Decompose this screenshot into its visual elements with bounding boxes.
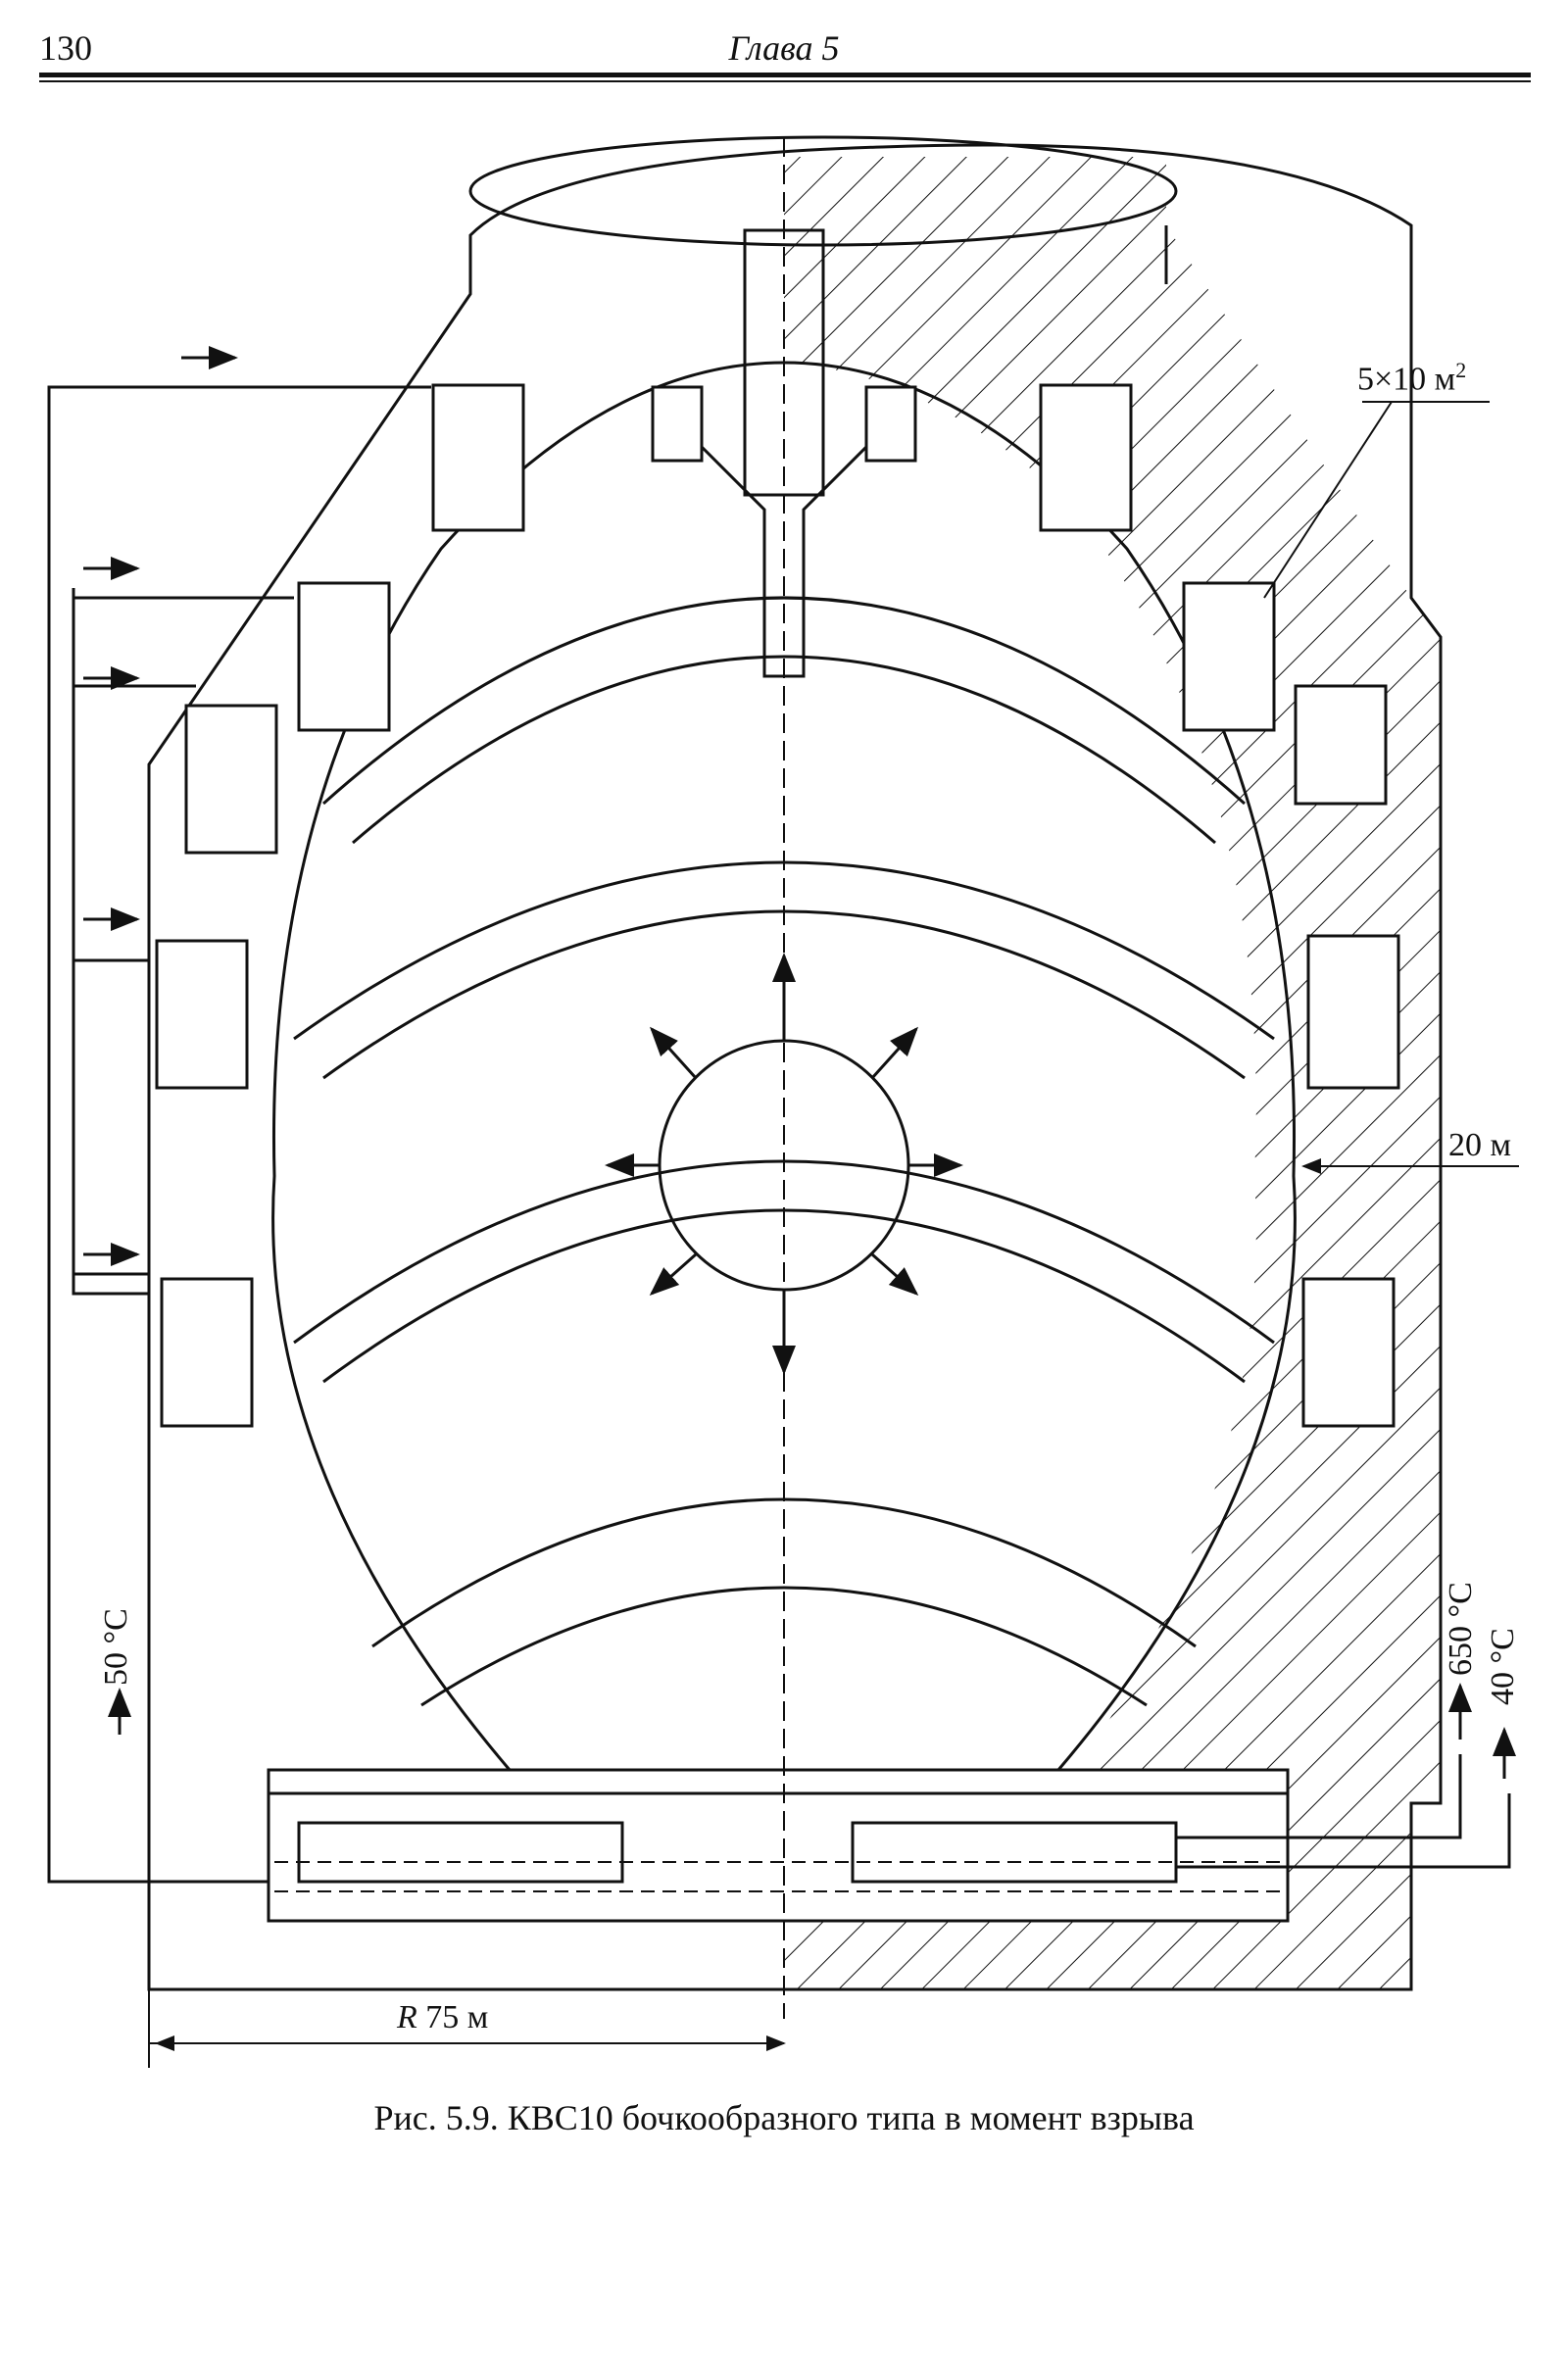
explosion-arrows [83,346,1516,1779]
tanks [155,383,1400,1428]
radius-label: R 75 м [397,1999,488,2036]
concrete-hatch [784,157,1441,1989]
radius-symbol: R [397,1999,417,2035]
inlet-temp-label: 50 °C [98,1608,134,1686]
heat-exchanger-right [851,1821,1178,1884]
figure-caption: Рис. 5.9. КВС10 бочкообразного типа в мо… [373,2098,1195,2137]
running-head: Глава 5 [728,28,840,68]
header-rule [39,73,1531,77]
area-superscript: 2 [1455,358,1467,382]
area-value: 5×10 м [1357,361,1456,398]
area-leader [1263,401,1393,599]
page-number: 130 [39,28,92,68]
outlet-hot-temp-label: 650 °C [1443,1582,1479,1676]
outlet-cold-temp-label: 40 °C [1485,1628,1521,1705]
wall-thickness-label: 20 м [1448,1127,1512,1163]
area-label: 5×10 м2 [1357,358,1466,398]
heat-exchanger-left [297,1821,624,1884]
bottom-pool [267,1768,1290,1923]
header-rule-thin [39,80,1531,82]
radius-value: 75 м [416,1999,489,2035]
